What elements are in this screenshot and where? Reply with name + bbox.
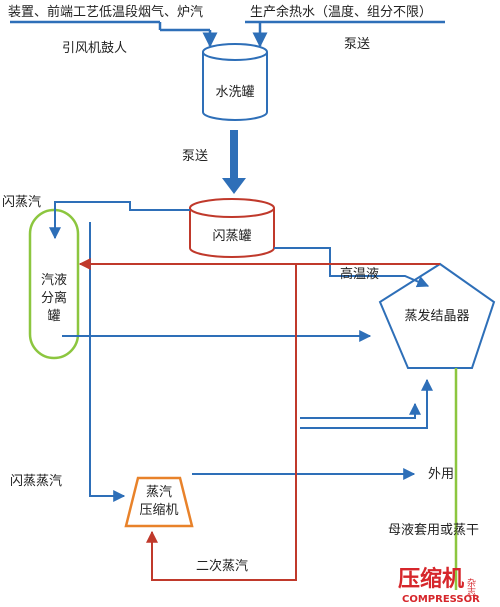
separator-label-3: 罐 [47, 309, 60, 324]
flow-labels: 装置、前端工艺低温段烟气、炉汽 生产余热水（温度、组分不限） 引风机鼓人 泵送 … [2, 4, 479, 574]
label-flash-steam-top: 闪蒸汽 [2, 195, 41, 210]
label-mother-liquor: 母液套用或蒸干 [388, 522, 479, 538]
evaporator-crystallizer [378, 262, 496, 369]
label-high-temp-liquid: 高温液 [340, 266, 379, 282]
water-wash-tank-label: 水洗罐 [215, 85, 254, 100]
watermark-sub: COMPRESSOR [402, 594, 480, 605]
label-pump-top: 泵送 [344, 37, 370, 52]
label-pump-mid: 泵送 [182, 149, 208, 164]
flash-tank [189, 198, 275, 258]
watermark-brand: 压缩机 [398, 566, 464, 592]
label-flash-steam-left: 闪蒸蒸汽 [10, 474, 62, 489]
red-flow-lines [78, 258, 440, 581]
label-source-right: 生产余热水（温度、组分不限） [250, 4, 432, 20]
evaporator-label: 蒸发结晶器 [404, 308, 469, 324]
node-labels: 水洗罐 闪蒸罐 汽液 分离 罐 蒸发结晶器 蒸汽 压缩机 [41, 85, 470, 518]
label-external-use: 外用 [428, 467, 454, 482]
steam-compressor [124, 476, 194, 528]
water-wash-tank [202, 43, 268, 121]
separator-label-1: 汽液 [41, 273, 67, 288]
label-source-left: 装置、前端工艺低温段烟气、炉汽 [8, 4, 203, 20]
blue-flow-lines [49, 201, 433, 502]
magazine-watermark: 压缩机 杂志 COMPRESSOR [398, 566, 480, 605]
compressor-label-2: 压缩机 [139, 502, 178, 518]
source-lines [10, 20, 445, 48]
compressor-label-1: 蒸汽 [146, 485, 172, 500]
flash-tank-label: 闪蒸罐 [212, 229, 251, 244]
label-fan-blow: 引风机鼓人 [62, 41, 127, 56]
watermark-side: 杂志 [465, 578, 476, 596]
label-secondary-steam: 二次蒸汽 [196, 558, 248, 574]
pump-arrow [222, 130, 246, 194]
separator-label-2: 分离 [41, 290, 67, 306]
